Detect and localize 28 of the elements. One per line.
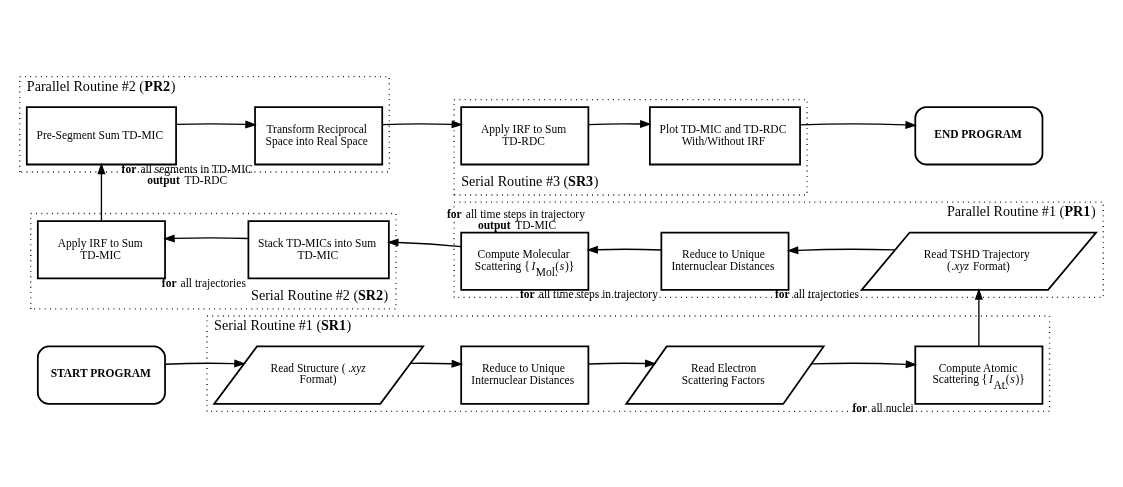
arrow <box>163 233 250 242</box>
arrow <box>381 119 464 128</box>
node-label: output TD-MIC <box>477 218 557 231</box>
node-label: for all trajectories <box>161 276 246 289</box>
node-box: Reduce to Unique Internuclear Distances <box>460 345 590 405</box>
node-box: Apply IRF to Sum TD-MIC <box>36 219 166 279</box>
arrow <box>175 119 257 128</box>
arrow <box>799 120 917 129</box>
arrow <box>97 162 106 222</box>
node-box: Transform Reciprocal Space into Real Space <box>254 105 384 165</box>
node-box: END PROGRAM <box>914 105 1044 165</box>
arrow <box>587 119 652 128</box>
node-box: Reduce to Unique Internuclear Distances <box>660 231 790 291</box>
node-box: Stack TD-MICs into Sum TD-MIC <box>247 219 390 279</box>
arrow <box>974 287 983 347</box>
node-box: Plot TD-MIC and TD-RDC With/Without IRF <box>649 105 801 165</box>
arrow <box>387 238 462 247</box>
arrow <box>786 245 896 254</box>
node-box: Apply IRF to Sum TD-RDC <box>460 105 590 165</box>
arrow <box>164 359 246 368</box>
node-box: START PROGRAM <box>36 345 166 405</box>
node-label: for all nuclei <box>852 401 914 414</box>
arrow <box>586 245 662 254</box>
node-box: Pre-Segment Sum TD-MIC <box>25 105 177 165</box>
arrow <box>410 359 464 368</box>
arrow <box>810 359 918 368</box>
node-label: for all time steps in trajectory <box>447 207 585 220</box>
arrow <box>587 358 657 367</box>
